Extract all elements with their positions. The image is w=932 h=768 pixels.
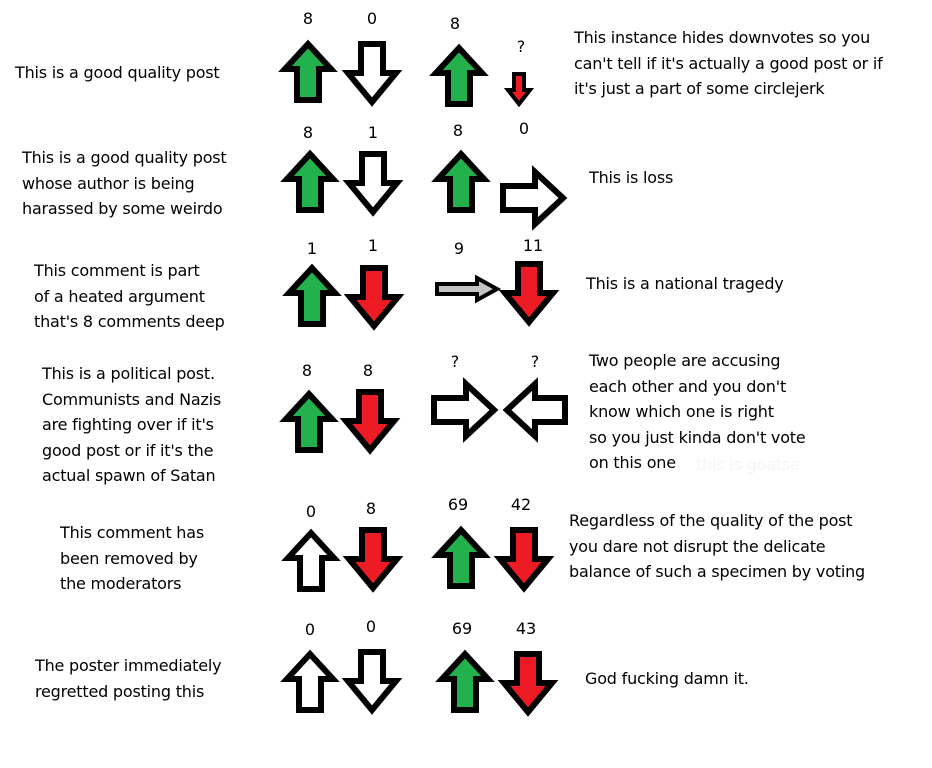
vote-count: 1 [367,236,379,255]
row-5-commentary: Regardless of the quality of the post yo… [569,511,865,581]
arrow-up-icon [282,263,342,327]
vote-count: 8 [362,361,374,380]
vote-count: 8 [449,14,461,33]
vote-count: 0 [304,620,316,639]
vote-count: 9 [453,239,465,258]
arrow-up-icon [280,149,340,213]
arrow-right-icon [500,165,568,231]
row-1-commentary: This instance hides downvotes so you can… [574,28,883,98]
row-3-description: This comment is part of a heated argumen… [34,261,225,331]
hidden-easter-egg-text: this is goatse [696,455,800,474]
vote-count: ? [516,37,526,56]
row-2-description: This is a good quality post whose author… [22,148,227,218]
vote-count: 0 [366,9,378,28]
vote-count: 8 [302,9,314,28]
vote-count: 11 [522,236,544,255]
arrow-right-thin-icon [435,274,502,304]
arrow-left-icon [502,377,568,443]
row-3-commentary: This is a national tragedy [586,274,784,293]
vote-count: 1 [306,239,318,258]
vote-count: 43 [515,619,537,638]
arrow-up-icon [280,649,340,713]
row-4-commentary: Two people are accusing each other and y… [589,351,806,472]
arrow-down-icon [497,651,559,717]
arrow-right-icon [431,377,499,443]
arrow-down-icon [339,389,401,455]
arrow-up-icon [435,649,495,713]
vote-count: 69 [451,619,473,638]
vote-count: 42 [510,495,532,514]
vote-count: 8 [302,123,314,142]
arrow-up-icon [281,528,341,592]
row-5-description: This comment has been removed by the mod… [60,523,204,593]
arrow-up-icon [431,525,491,589]
arrow-down-icon [342,151,404,217]
vote-count: ? [530,352,540,371]
arrow-up-icon [431,149,491,213]
vote-count: 1 [367,123,379,142]
arrow-down-icon [343,265,405,331]
row-2-commentary: This is loss [589,168,674,187]
arrow-down-icon [498,261,560,327]
row-1-description: This is a good quality post [15,63,220,82]
vote-count: 8 [452,121,464,140]
vote-count: 69 [447,495,469,514]
vote-count: 8 [365,499,377,518]
arrow-down-small-icon [503,72,535,108]
arrow-down-icon [341,649,403,715]
row-6-commentary: God fucking damn it. [585,669,749,688]
vote-count: 0 [305,502,317,521]
vote-count: 8 [301,361,313,380]
vote-count: 0 [365,617,377,636]
row-4-description: This is a political post. Communists and… [42,364,222,485]
row-6-description: The poster immediately regretted posting… [35,656,222,701]
vote-count: 0 [518,119,530,138]
arrow-down-icon [341,41,403,107]
arrow-down-icon [493,527,555,593]
arrow-up-icon [278,39,338,103]
arrow-up-icon [429,43,489,107]
arrow-up-icon [279,389,339,453]
arrow-down-icon [342,527,404,593]
vote-count: ? [450,352,460,371]
